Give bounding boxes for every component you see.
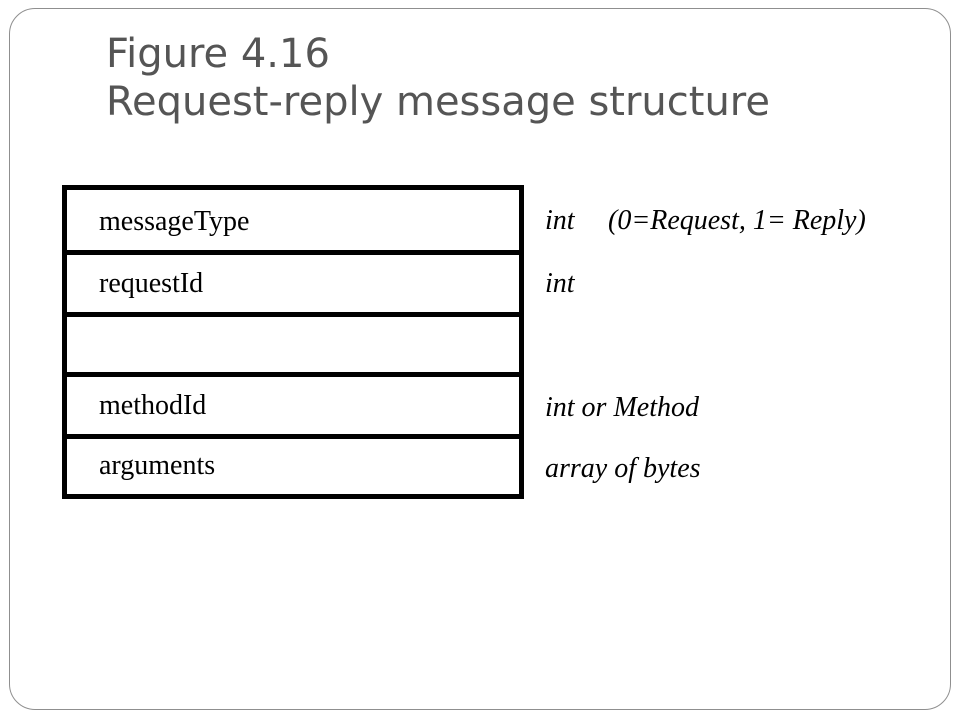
type-label-method-id: int or Method bbox=[545, 392, 699, 423]
slide-title: Figure 4.16 Request-reply message struct… bbox=[106, 30, 770, 126]
title-line-1: Figure 4.16 bbox=[106, 31, 330, 77]
field-row-arguments: arguments bbox=[99, 450, 216, 481]
field-row-message-type: messageType bbox=[99, 206, 250, 237]
field-row-method-id: methodId bbox=[99, 390, 207, 421]
field-row-request-id: requestId bbox=[99, 268, 204, 299]
row-divider bbox=[67, 312, 519, 317]
row-divider bbox=[67, 372, 519, 377]
message-structure-table: messageType requestId methodId arguments bbox=[62, 185, 524, 499]
type-label-message-type: int bbox=[545, 205, 575, 236]
row-divider bbox=[67, 250, 519, 255]
title-line-2: Request-reply message structure bbox=[106, 79, 770, 125]
type-label-request-id: int bbox=[545, 268, 575, 299]
type-note-message-type: (0=Request, 1= Reply) bbox=[608, 205, 866, 236]
row-divider bbox=[67, 434, 519, 439]
field-row-blank bbox=[67, 320, 519, 372]
type-label-arguments: array of bytes bbox=[545, 453, 701, 484]
